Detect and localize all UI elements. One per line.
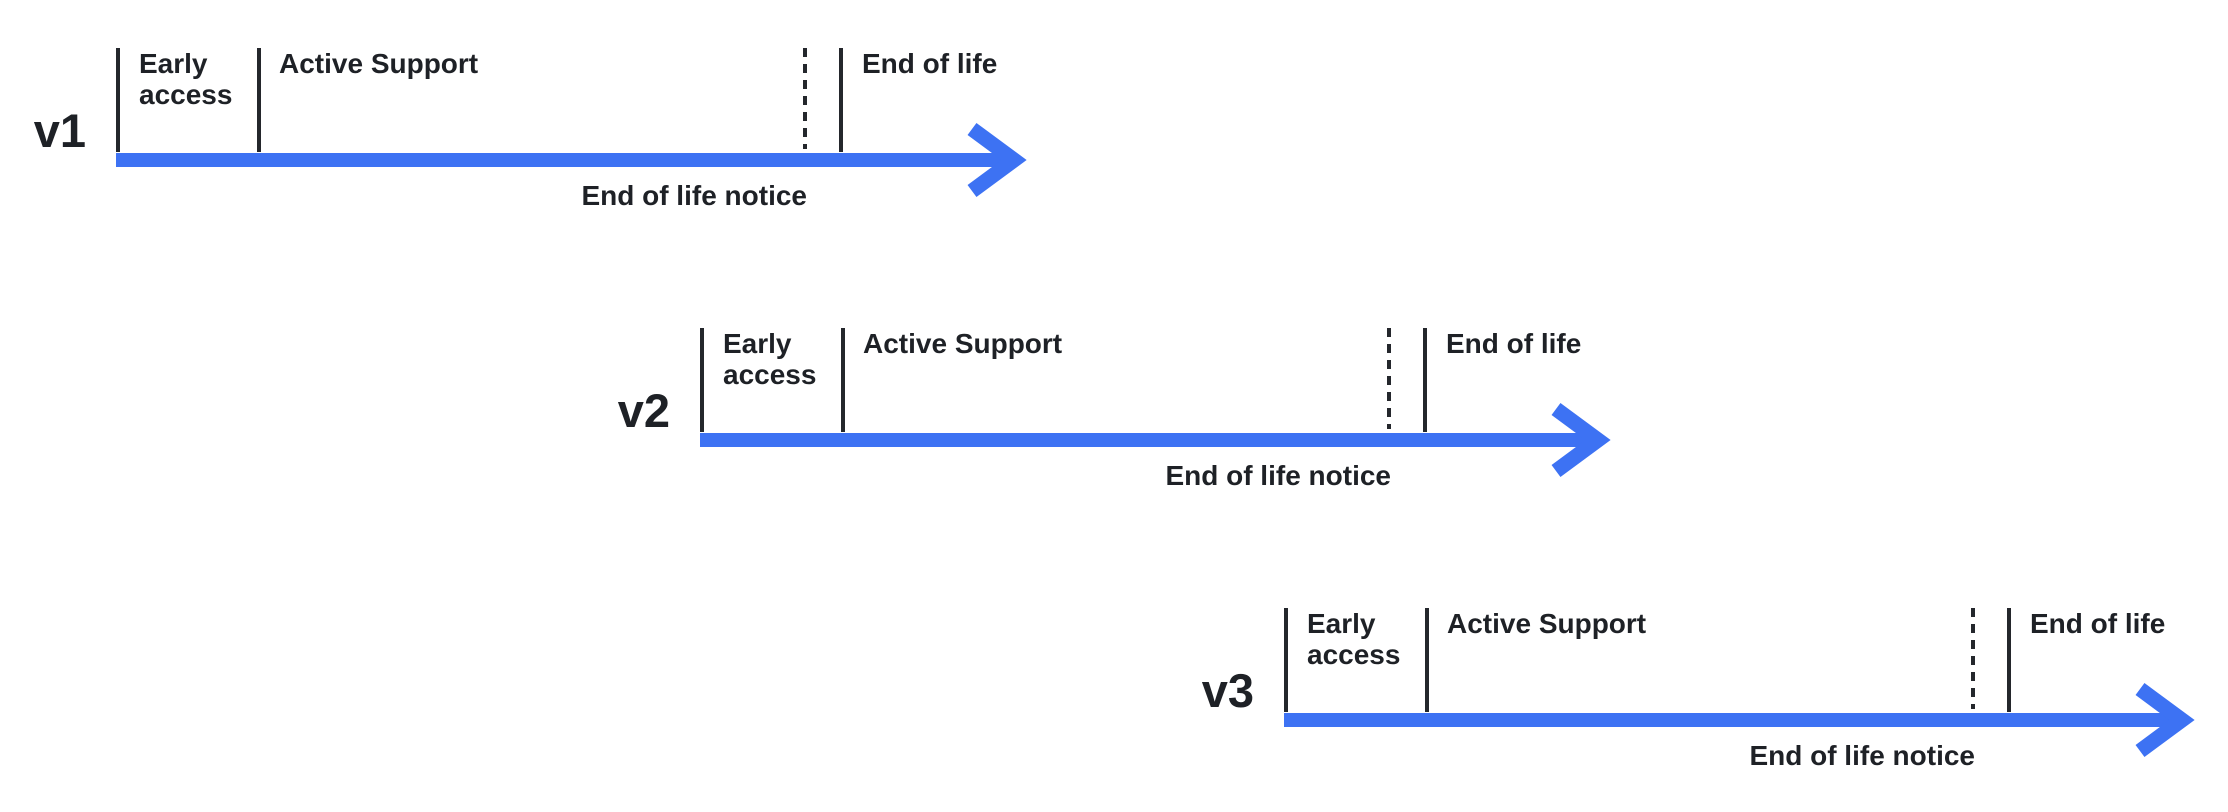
active-support-start-tick xyxy=(841,328,845,432)
active-support-label: Active Support xyxy=(1447,608,1647,639)
timeline-bar xyxy=(700,433,1586,447)
end-of-life-tick xyxy=(2007,608,2011,712)
arrow-head-icon xyxy=(967,122,1027,198)
active-support-label: Active Support xyxy=(279,48,479,79)
timeline-v3: v3 Early access Active Support End of li… xyxy=(1086,608,2228,812)
end-of-life-notice-dashed-line xyxy=(1971,608,1975,709)
end-of-life-tick xyxy=(839,48,843,152)
early-access-label: Early access xyxy=(1307,608,1401,670)
early-access-label: Early access xyxy=(723,328,817,390)
early-access-start-tick xyxy=(700,328,704,432)
end-of-life-tick xyxy=(1423,328,1427,432)
end-of-life-notice-label: End of life notice xyxy=(581,180,807,211)
active-support-label: Active Support xyxy=(863,328,1063,359)
version-label: v3 xyxy=(1201,664,1254,717)
active-support-start-tick xyxy=(257,48,261,152)
end-of-life-notice-dashed-line xyxy=(1387,328,1391,429)
arrow-head-icon xyxy=(1551,402,1611,478)
timeline-v2: v2 Early access Active Support End of li… xyxy=(502,328,1652,558)
early-access-start-tick xyxy=(1284,608,1288,712)
early-access-start-tick xyxy=(116,48,120,152)
active-support-start-tick xyxy=(1425,608,1429,712)
end-of-life-notice-label: End of life notice xyxy=(1165,460,1391,491)
timeline-bar xyxy=(116,153,1002,167)
early-access-label: Early access xyxy=(139,48,233,110)
timeline-bar xyxy=(1284,713,2170,727)
timeline-v1: v1 Early access Active Support End of li… xyxy=(0,48,1068,278)
end-of-life-notice-dashed-line xyxy=(803,48,807,149)
version-label: v1 xyxy=(33,104,86,157)
end-of-life-notice-label: End of life notice xyxy=(1749,740,1975,771)
end-of-life-label: End of life xyxy=(1446,328,1582,359)
arrow-head-icon xyxy=(2135,682,2195,758)
version-label: v2 xyxy=(617,384,670,437)
end-of-life-label: End of life xyxy=(2030,608,2166,639)
end-of-life-label: End of life xyxy=(862,48,998,79)
